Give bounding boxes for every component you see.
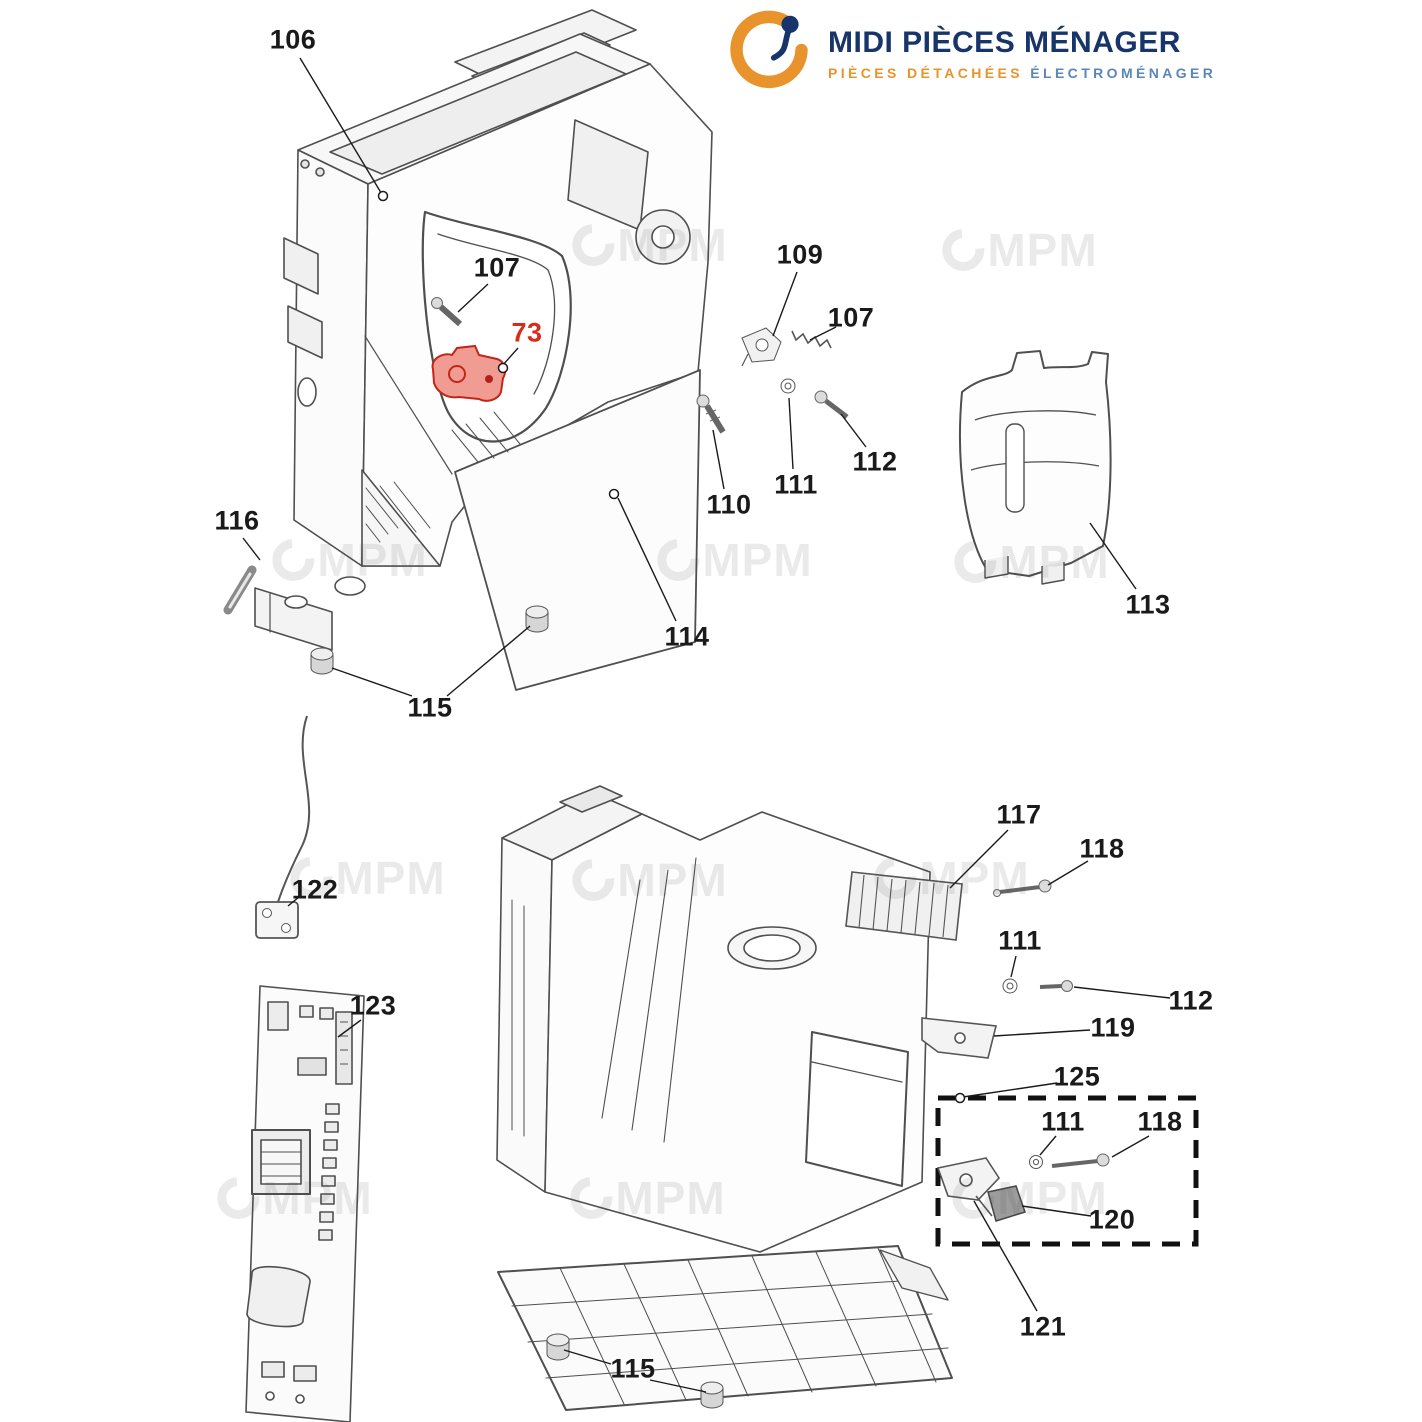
dashed-option-box <box>935 1095 1199 1247</box>
screw-110-drawing <box>696 394 726 434</box>
washer-111-mid-drawing <box>1002 978 1018 994</box>
screw-118-top-drawing <box>993 879 1052 897</box>
brand-mark-icon <box>730 10 808 89</box>
chassis-top-drawing <box>254 9 713 691</box>
bushings-115-bottom-drawing <box>546 1333 724 1409</box>
washer-111-top-drawing <box>780 378 796 394</box>
brand-name: MIDI PIÈCES MÉNAGER <box>828 25 1181 59</box>
washer-111-box-drawing <box>1029 1155 1043 1169</box>
highlighted-part-73-drawing <box>431 344 506 402</box>
brand-text: MIDI PIÈCES MÉNAGER PIÈCES DÉTACHÉES ÉLE… <box>828 26 1216 81</box>
bushings-115-top-drawing <box>310 605 549 675</box>
pcb-123-drawing <box>245 985 365 1422</box>
part-113-drawing <box>959 350 1112 585</box>
leader-lines <box>242 57 1171 1393</box>
part-117-drawing <box>845 871 963 941</box>
pin-116-drawing <box>223 565 257 615</box>
screw-112-mid-drawing <box>1039 980 1073 992</box>
brand-tagline-right: ÉLECTROMÉNAGER <box>1030 64 1217 81</box>
screw-118-box-drawing <box>1051 1153 1110 1168</box>
brand-tagline-left: PIÈCES DÉTACHÉES <box>828 64 1023 81</box>
bracket-119-drawing <box>921 1017 997 1059</box>
bracket-121-drawing <box>936 1157 1001 1217</box>
brand-tagline: PIÈCES DÉTACHÉES ÉLECTROMÉNAGER <box>828 65 1216 81</box>
bracket-109-drawing <box>741 327 782 367</box>
switch-122-drawing <box>255 715 311 939</box>
chassis-bottom-drawing <box>496 785 953 1411</box>
brand-logo: MIDI PIÈCES MÉNAGER PIÈCES DÉTACHÉES ÉLE… <box>726 10 1216 96</box>
screw-112-top-drawing <box>814 390 849 419</box>
part-120-drawing <box>987 1185 1026 1222</box>
screw-107-left-drawing <box>431 297 463 327</box>
